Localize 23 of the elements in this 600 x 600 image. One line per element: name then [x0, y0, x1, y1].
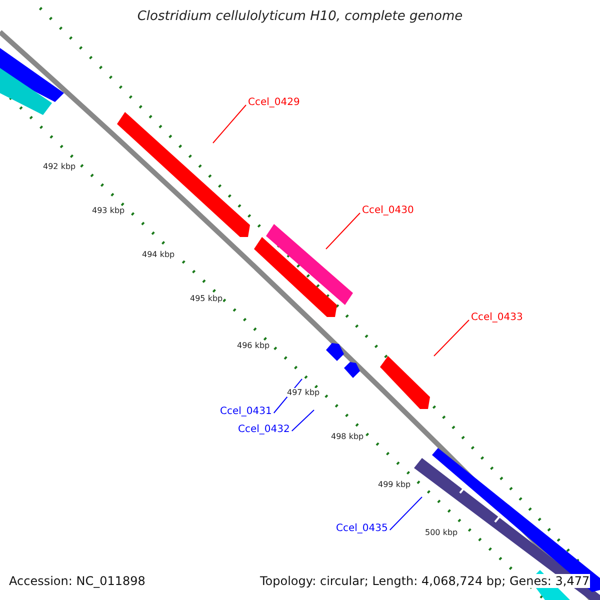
position-label: 499 kbp — [378, 480, 411, 489]
position-label: 497 kbp — [287, 388, 320, 397]
leader-line — [326, 212, 360, 250]
position-label: 494 kbp — [142, 250, 175, 259]
leader-line — [434, 320, 470, 356]
gene-label: Ccel_0429 — [248, 97, 300, 108]
position-label: 492 kbp — [43, 162, 76, 171]
position-label: 495 kbp — [190, 294, 223, 303]
leader-line — [291, 410, 314, 432]
gene-label: Ccel_0435 — [336, 523, 388, 534]
footer-text: Topology: circular; Length: 4,068,724 bp; Genes: 3,477 — [260, 574, 590, 588]
gene-label: Ccel_0430 — [362, 205, 414, 216]
position-label: 496 kbp — [237, 341, 270, 350]
leader-line — [212, 104, 246, 144]
gene-label: Ccel_0431 — [220, 406, 272, 417]
map-title: Clostridium cellulolyticum H10, complete genome — [136, 9, 464, 24]
leader-line — [389, 496, 422, 530]
footer-text: Accession: NC_011898 — [9, 574, 146, 588]
position-label: 498 kbp — [331, 432, 364, 441]
position-label: 493 kbp — [92, 206, 125, 215]
gene-label: Ccel_0433 — [471, 312, 523, 323]
gene-label: Ccel_0432 — [238, 424, 290, 435]
position-label: 500 kbp — [425, 528, 458, 537]
